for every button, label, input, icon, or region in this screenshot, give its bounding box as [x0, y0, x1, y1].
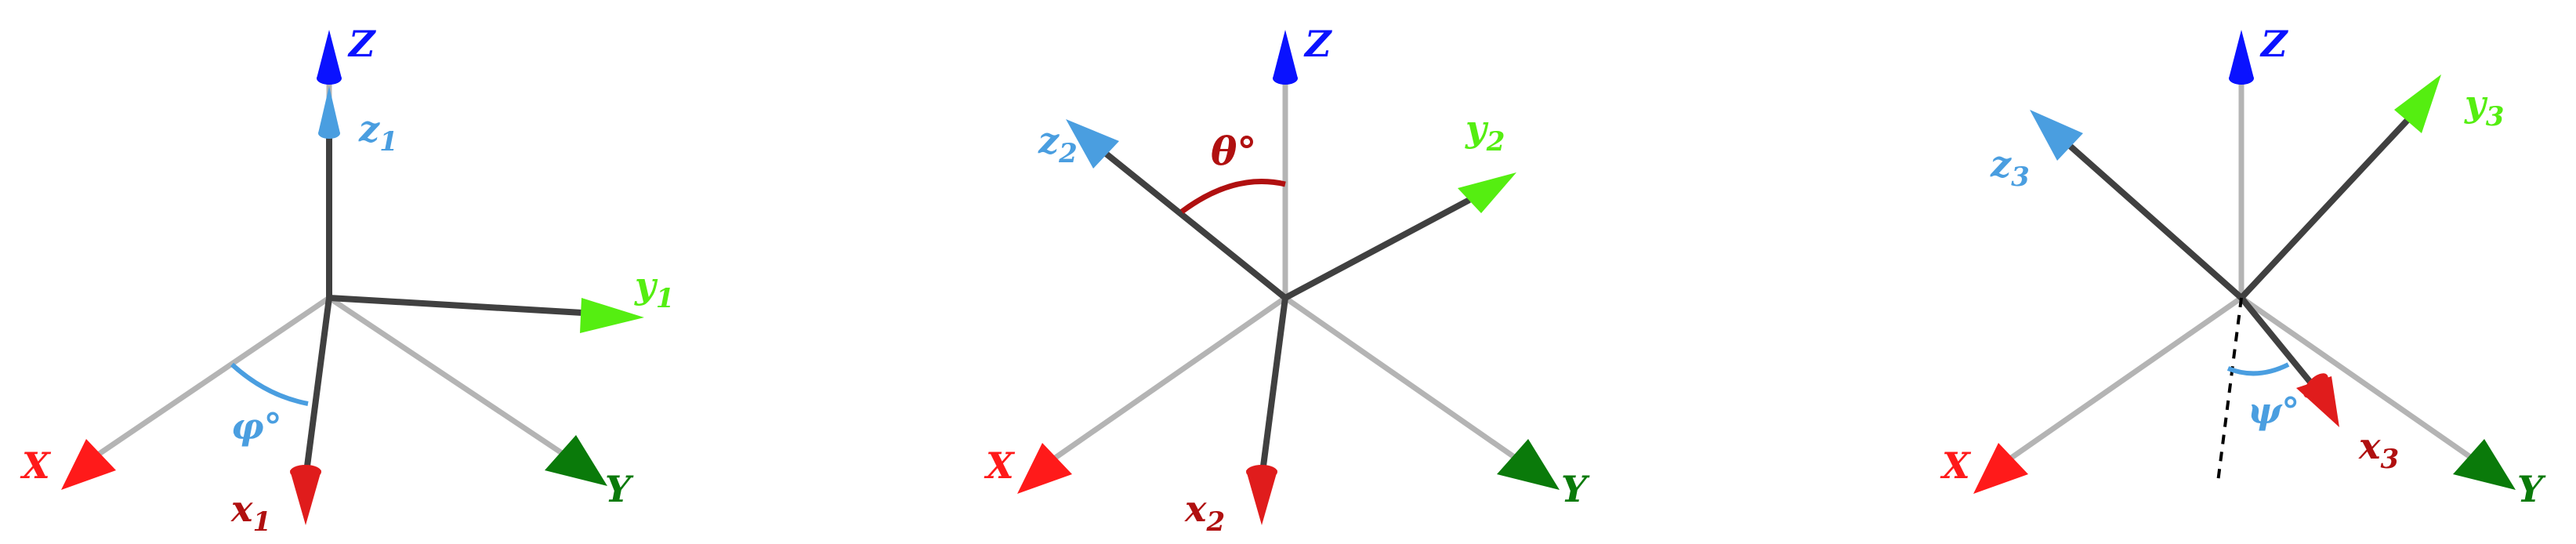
label-Z: Z — [2259, 23, 2288, 65]
label-y1: y1 — [634, 264, 674, 314]
Z-arrowhead — [317, 30, 342, 78]
rotated-axis-y2 — [1284, 197, 1471, 301]
x1-arrowhead-base — [290, 465, 321, 479]
panel-1: Z z1 y1 x1 X Y φ° — [20, 23, 674, 538]
rotated-axis-y1 — [328, 295, 596, 317]
Z-arrowhead — [1273, 30, 1298, 78]
rotated-axis-x2 — [1259, 297, 1288, 479]
z1-arrowhead — [318, 86, 340, 133]
label-X: X — [1940, 444, 1972, 487]
base-axis-y — [1284, 296, 1518, 461]
theta-angle-arc — [1179, 179, 1286, 214]
Y-arrowhead — [545, 435, 607, 486]
Y-arrowhead — [1497, 439, 1560, 490]
label-X: X — [984, 444, 1016, 487]
base-axis-y — [2240, 296, 2474, 461]
label-x3: x3 — [2358, 425, 2399, 475]
psi-angle-arc — [2226, 362, 2290, 376]
label-y3: y3 — [2464, 82, 2504, 132]
base-axis-x — [96, 296, 331, 457]
label-z1: z1 — [358, 107, 398, 158]
z2-arrowhead — [1066, 119, 1119, 169]
z1-arrowhead-base — [318, 128, 340, 139]
y3-arrowhead — [2394, 74, 2441, 133]
label-Y: Y — [2517, 468, 2546, 510]
x2-arrowhead-base — [1246, 465, 1277, 479]
z3-arrowhead — [2030, 110, 2083, 161]
base-axis-x — [1053, 296, 1287, 461]
X-arrowhead — [1017, 443, 1072, 494]
Z-arrowhead-base — [2229, 72, 2254, 85]
label-x1: x1 — [230, 488, 271, 538]
label-Z: Z — [1303, 23, 1332, 65]
label-phi: φ° — [231, 405, 282, 448]
label-Y: Y — [605, 468, 634, 510]
base-axis-x — [2009, 296, 2243, 461]
rotated-axis-y3 — [2239, 115, 2412, 300]
panel-2: Z z2 y2 x2 X Y θ° — [984, 23, 1590, 538]
label-z3: z3 — [1990, 143, 2030, 193]
x2-arrowhead — [1246, 470, 1277, 525]
label-Z: Z — [347, 23, 376, 65]
x3-arrowhead-base — [2303, 373, 2328, 398]
Y-arrowhead — [2453, 439, 2516, 490]
y1-arrowhead — [580, 298, 644, 333]
Z-arrowhead — [2229, 30, 2254, 78]
label-z2: z2 — [1038, 119, 1078, 169]
rotated-axis-z3 — [2067, 143, 2244, 300]
label-x2: x2 — [1184, 488, 1225, 538]
phi-angle-arc — [230, 362, 309, 406]
Z-arrowhead-base — [1273, 72, 1298, 85]
X-arrowhead — [61, 439, 116, 490]
projection-dashed-line — [2216, 297, 2243, 483]
base-axis-y — [328, 296, 566, 457]
label-psi: ψ° — [2248, 390, 2299, 432]
rotated-axis-x1 — [303, 297, 332, 479]
rotated-axis-x3 — [2238, 296, 2315, 386]
x1-arrowhead — [290, 470, 321, 525]
label-theta: θ° — [1211, 128, 1256, 174]
Z-arrowhead-base — [317, 72, 342, 85]
rotated-axis-z2 — [1103, 150, 1288, 301]
label-y2: y2 — [1465, 107, 1505, 158]
label-Y: Y — [1561, 468, 1590, 510]
panel-3: Z z3 y3 x3 X Y ψ° — [1940, 23, 2546, 510]
X-arrowhead — [1973, 443, 2028, 494]
y2-arrowhead — [1458, 172, 1516, 213]
label-X: X — [20, 444, 52, 487]
